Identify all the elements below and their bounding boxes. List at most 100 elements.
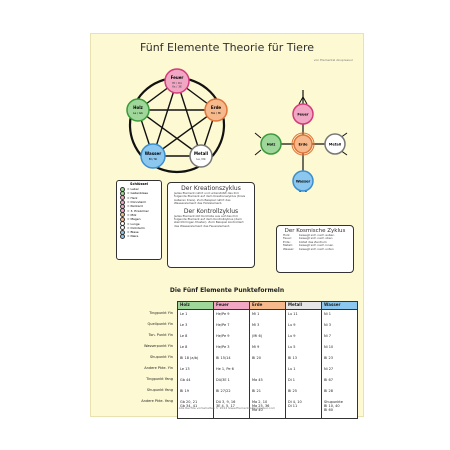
legend-label: = 3. Erwärmer (127, 208, 149, 213)
table-cell: (Mi 6) (249, 331, 286, 343)
metall-sub: Lu / Di (197, 157, 206, 161)
legend-box: Schlüssel = Leber= Gallenblase= Herz= Dü… (116, 180, 162, 260)
cosmic-cycle-diagram: Feuer Holz Erde Metall Wasser (254, 90, 348, 192)
table-cell: Le 8 (177, 331, 214, 343)
legend-title: Schlüssel (130, 182, 148, 186)
row-label: Ton. Punkt Yin (148, 332, 173, 337)
footer: Alle Rechte vorbehalten © 2012 www.Eleme… (178, 406, 276, 410)
cosmic-description: bewegt sich nach oben (299, 236, 333, 241)
subtitle: von Elemental Akupressur (313, 58, 353, 62)
legend-label: = Milz (127, 212, 137, 217)
table-cell: Mi 3 (249, 320, 286, 332)
cosmic-element: Holz: (283, 233, 291, 237)
holz-sub: Le / Gb (133, 111, 143, 115)
wasser-label: Wasser (145, 151, 161, 156)
table-cell: Gb 44 (177, 375, 214, 387)
table-cell: Le 1 (177, 309, 214, 321)
cosmic-cycle-row: Feuer: bewegt sich nach oben (277, 236, 353, 241)
row-label: Wasserpunkt Yin (144, 343, 173, 348)
cosmic-cycle-box: Der Kosmische Zyklus Holz:bewegt sich na… (276, 225, 354, 273)
cycles-box: Der Kreationszyklus Jedes Element nährt … (167, 182, 255, 268)
table-cell: Bl 67 (321, 375, 358, 387)
row-label: Tingpunkt Yang (146, 376, 173, 381)
table-cell: Lu 1 (285, 364, 322, 376)
wasser-sub: Bl / Ni (149, 157, 158, 161)
cosmic-description: bewegt sich nach unten (299, 246, 334, 251)
row-label: Shupunkt Yin (149, 354, 173, 359)
table-cell (249, 364, 286, 376)
creation-cycle-title: Der Kreationszyklus (181, 185, 241, 192)
cosmic-element: Wasser: (283, 246, 295, 251)
table-cell: Lu 5 (285, 342, 322, 354)
cosmic-element: Erde: (283, 239, 291, 244)
table-cell: Ni 1 (321, 309, 358, 321)
table-cell: Bl 23 (321, 353, 358, 365)
table-cell: Bl 18 (a/b) (177, 353, 214, 365)
table-cell: Bl 19 (177, 386, 214, 398)
row-label: Andere Pkte. Yin (144, 365, 173, 370)
cosmic-cycle-row: Erde: bildet das Zentrum (277, 239, 353, 244)
legend-label: = Leber (127, 187, 139, 192)
cosmic-description: bewegt sich nach außen (299, 233, 335, 237)
page-title: Fünf Elemente Theorie für Tiere (140, 41, 314, 54)
cosmic-description: bildet das Zentrum (299, 239, 327, 244)
table-cell: Bl 20 (249, 353, 286, 365)
table-cell: Mi 9 (249, 342, 286, 354)
legend-list: = Leber= Gallenblase= Herz= Dünndarm= Pe… (117, 186, 161, 239)
table-header-erde: Erde (249, 301, 286, 310)
table-title: Die Fünf Elemente Punkteformeln (169, 287, 285, 294)
table-cell: He/Pe 9 (213, 331, 250, 343)
table-cell: He/Pe 3 (213, 342, 250, 354)
table-cell: Bl 15/14 (213, 353, 250, 365)
element-metall: Metall Lu / Di (189, 144, 213, 168)
poster: Fünf Elemente Theorie für Tiere von Elem… (90, 33, 364, 419)
control-cycle-text: Jedes Element übt Kontrolle aus auf das … (174, 213, 244, 228)
erde-sub: Ma / Mi (211, 111, 221, 115)
element-feuer: Feuer Ht / Dü Ks / 3E (164, 68, 190, 94)
holz-label: Holz (133, 105, 143, 110)
table-cell: Bl 21 (249, 386, 286, 398)
table-cell: Mi 1 (249, 309, 286, 321)
legend-label: = Niere (127, 234, 139, 239)
table-cell: He 1, Pe 6 (213, 364, 250, 376)
legend-label: = Dickdarm (127, 225, 145, 230)
table-cell: Ni 27 (321, 364, 358, 376)
table-header-feuer: Feuer (213, 301, 250, 310)
feuer-sub2: Ks / 3E (172, 85, 182, 89)
cosmic-cycle-row: Wasser: bewegt sich nach unten (277, 246, 353, 251)
legend-label: = Magen (127, 217, 141, 222)
feuer-sub: Ht / Dü (172, 81, 182, 85)
cosmic-description: bewegt sich nach innen (299, 243, 334, 248)
cosmic-erde-label: Erde (299, 143, 309, 147)
table-cell: He/Pe 7 (213, 320, 250, 332)
table-cell: Bl 25 (285, 386, 322, 398)
table-cell: Bl 13 (285, 353, 322, 365)
cosmic-feuer-label: Feuer (297, 113, 308, 117)
element-wasser: Wasser Bl / Ni (140, 143, 166, 169)
legend-label: = Perikard (127, 204, 143, 209)
table-cell: Ma 45 (249, 375, 286, 387)
element-erde: Erde Ma / Mi (204, 98, 228, 122)
legend-item: = Niere (117, 233, 161, 239)
legend-label: = Blase (127, 230, 139, 235)
table-cell: Di 1 (285, 375, 322, 387)
table-cell: Dü/3E 1 (213, 375, 250, 387)
table-cell: Le 13 (177, 364, 214, 376)
table-cell: Lu 11 (285, 309, 322, 321)
table-header-wasser: Wasser (321, 301, 358, 310)
legend-label: = Gallenblase (127, 191, 149, 196)
cosmic-element: Feuer: (283, 236, 293, 241)
